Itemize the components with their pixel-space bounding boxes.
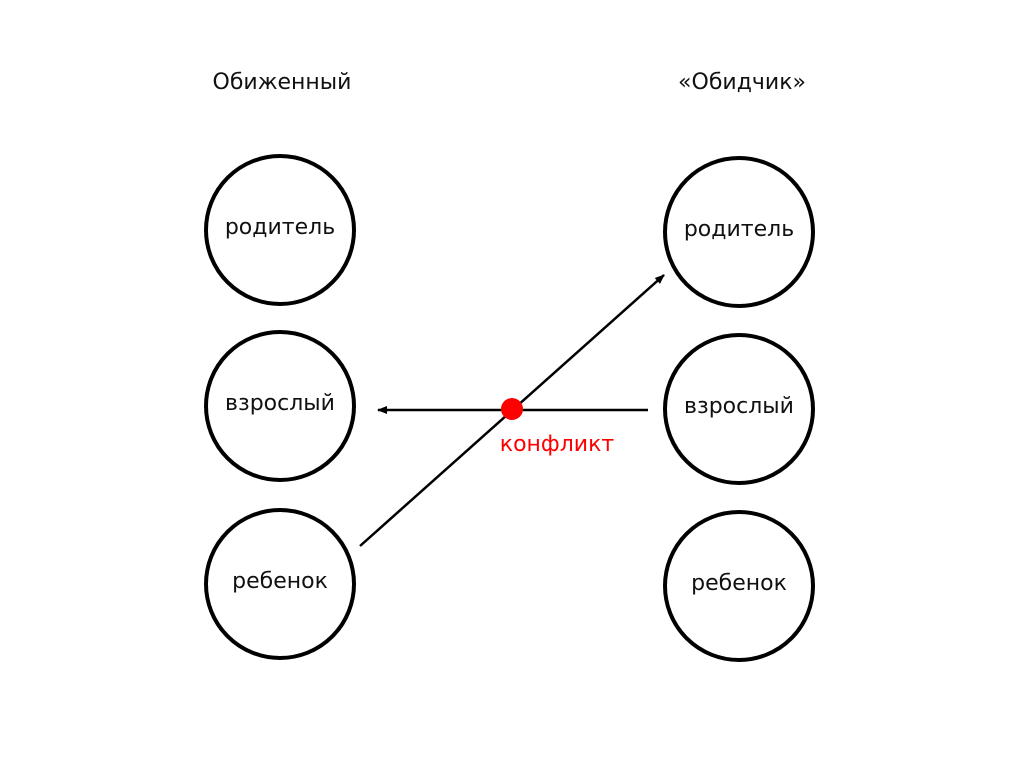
obizhennyi-heading: Обиженный bbox=[212, 70, 352, 95]
conflict-label: конфликт bbox=[499, 432, 615, 457]
left-adult-label: взрослый bbox=[225, 390, 335, 416]
right-parent-node: родитель bbox=[663, 156, 815, 308]
right-adult-node: взрослый bbox=[663, 333, 815, 485]
left-child-label: ребенок bbox=[232, 568, 328, 594]
left-child-node: ребенок bbox=[204, 508, 356, 660]
conflict-point bbox=[501, 398, 523, 420]
left-parent-label: родитель bbox=[224, 214, 336, 240]
right-parent-label: родитель bbox=[683, 216, 795, 242]
right-child-label: ребенок bbox=[691, 570, 787, 596]
left-adult-node: взрослый bbox=[204, 330, 356, 482]
obidchik-heading: «Обидчик» bbox=[678, 70, 806, 95]
right-child-node: ребенок bbox=[663, 510, 815, 662]
right-adult-label: взрослый bbox=[684, 393, 794, 419]
left-parent-node: родитель bbox=[204, 154, 356, 306]
